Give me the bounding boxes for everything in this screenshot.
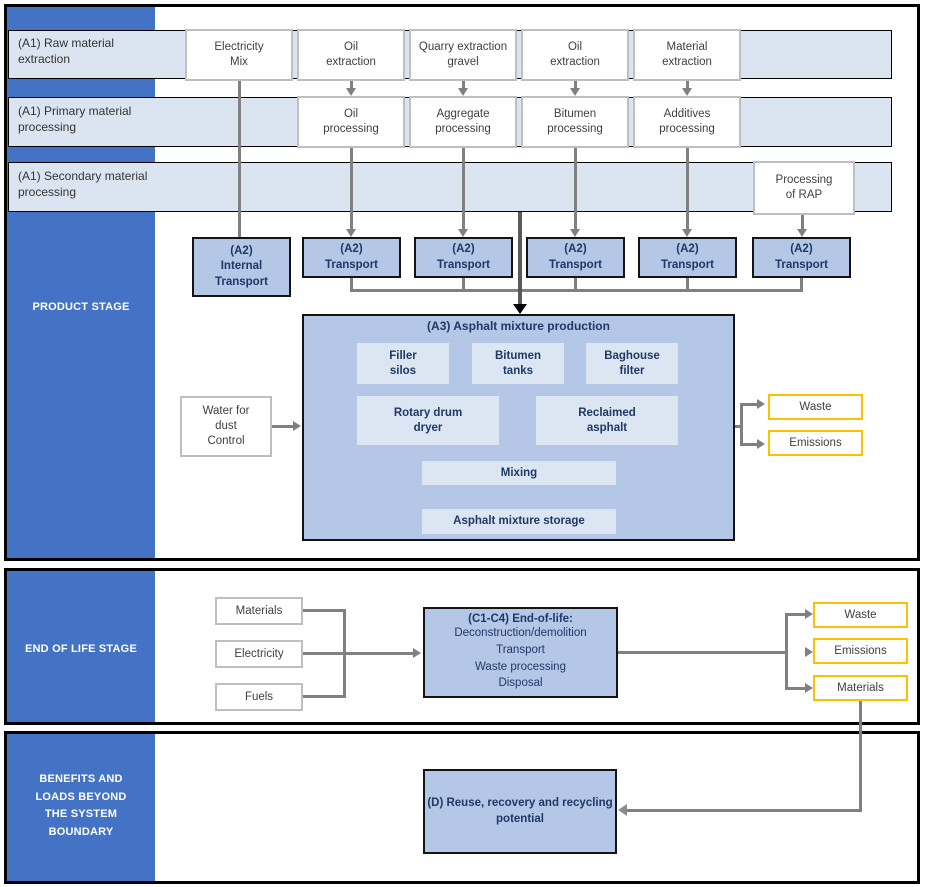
box-waste-eol: Waste <box>813 602 908 628</box>
connector <box>462 148 465 229</box>
box-water-for-dust-control: Water for dust Control <box>180 396 272 457</box>
connector <box>574 148 577 229</box>
box-c1-c4-end-of-life: (C1-C4) End-of-life: Deconstruction/demo… <box>423 607 618 698</box>
connector <box>350 289 803 292</box>
box-waste-product-stage: Waste <box>768 394 863 420</box>
connector <box>238 81 241 237</box>
arrow-right-icon <box>757 439 765 449</box>
connector <box>800 278 803 291</box>
connector <box>462 81 465 89</box>
unit-filler-silos: Filler silos <box>357 343 449 384</box>
arrow-down-icon <box>797 229 807 237</box>
box-a2-transport-3: (A2) Transport <box>526 237 625 278</box>
arrow-right-icon <box>805 647 813 657</box>
connector <box>618 651 788 654</box>
connector <box>518 212 522 304</box>
connector <box>303 609 346 612</box>
arrow-down-icon <box>570 88 580 96</box>
connector <box>859 701 862 811</box>
end-of-life-label: END OF LIFE STAGE <box>25 643 137 655</box>
connector <box>740 403 757 406</box>
unit-baghouse-filter: Baghouse filter <box>586 343 678 384</box>
benefits-frame <box>4 731 920 884</box>
connector <box>686 278 689 291</box>
box-a2-transport-2: (A2) Transport <box>414 237 513 278</box>
connector <box>272 425 293 428</box>
connector <box>574 81 577 89</box>
box-materials-eol: Materials <box>813 675 908 701</box>
box-oil-extraction-2: Oil extraction <box>521 29 629 81</box>
connector <box>350 148 353 229</box>
box-material-extraction: Material extraction <box>633 29 741 81</box>
arrow-down-icon <box>682 88 692 96</box>
connector <box>462 278 465 291</box>
box-d-reuse-recovery-recycling: (D) Reuse, recovery and recycling potent… <box>423 769 617 854</box>
arrow-left-icon <box>618 804 627 816</box>
benefits-label: BENEFITS AND LOADS BEYOND THE SYSTEM BOU… <box>35 773 127 838</box>
connector <box>627 809 862 812</box>
box-a2-transport-1: (A2) Transport <box>302 237 401 278</box>
connector <box>740 443 757 446</box>
box-electricity-input: Electricity <box>215 640 303 668</box>
box-a2-transport-4: (A2) Transport <box>638 237 737 278</box>
connector <box>735 425 743 428</box>
arrow-right-icon <box>805 683 813 693</box>
unit-asphalt-mixture-storage: Asphalt mixture storage <box>422 509 616 534</box>
benefits-sidebar <box>7 734 155 881</box>
arrow-right-icon <box>413 648 421 658</box>
connector <box>350 278 353 291</box>
connector <box>303 695 346 698</box>
box-a2-internal-transport: (A2) Internal Transport <box>192 237 291 297</box>
connector <box>686 148 689 229</box>
connector <box>785 687 805 690</box>
end-of-life-sidebar <box>7 571 155 722</box>
arrow-down-icon <box>346 229 356 237</box>
box-fuels-input: Fuels <box>215 683 303 711</box>
arrow-down-icon <box>513 304 527 314</box>
connector <box>350 81 353 89</box>
unit-rotary-drum-dryer: Rotary drum dryer <box>357 396 499 445</box>
box-processing-of-rap: Processing of RAP <box>753 161 855 215</box>
arrow-down-icon <box>682 229 692 237</box>
band-secondary-material-processing <box>8 162 892 212</box>
arrow-down-icon <box>458 88 468 96</box>
box-bitumen-processing: Bitumen processing <box>521 96 629 148</box>
arrow-right-icon <box>757 399 765 409</box>
box-quarry-extraction-gravel: Quarry extraction gravel <box>409 29 517 81</box>
box-aggregate-processing: Aggregate processing <box>409 96 517 148</box>
a3-title: (A3) Asphalt mixture production <box>427 319 610 333</box>
product-stage-label: PRODUCT STAGE <box>32 301 130 313</box>
box-emissions-eol: Emissions <box>813 638 908 664</box>
band-raw-material-extraction-label: (A1) Raw material extraction <box>18 36 115 66</box>
connector <box>785 613 805 616</box>
box-a2-transport-5: (A2) Transport <box>752 237 851 278</box>
connector <box>740 404 743 446</box>
connector <box>303 652 346 655</box>
box-electricity-mix: Electricity Mix <box>185 29 293 81</box>
connector <box>686 81 689 89</box>
connector <box>801 215 804 229</box>
connector <box>343 652 413 655</box>
unit-mixing: Mixing <box>422 461 616 485</box>
arrow-down-icon <box>570 229 580 237</box>
box-oil-extraction-1: Oil extraction <box>297 29 405 81</box>
box-materials-input: Materials <box>215 597 303 625</box>
arrow-down-icon <box>458 229 468 237</box>
c-box-body: Deconstruction/demolition Transport Wast… <box>454 627 587 690</box>
box-oil-processing: Oil processing <box>297 96 405 148</box>
product-stage-sidebar <box>7 7 155 558</box>
connector <box>785 613 788 690</box>
unit-bitumen-tanks: Bitumen tanks <box>472 343 564 384</box>
band-secondary-material-processing-label: (A1) Secondary material processing <box>18 169 148 199</box>
unit-reclaimed-asphalt: Reclaimed asphalt <box>536 396 678 445</box>
arrow-down-icon <box>346 88 356 96</box>
arrow-right-icon <box>805 609 813 619</box>
c-box-title: (C1-C4) End-of-life: <box>468 613 573 626</box>
box-additives-processing: Additives processing <box>633 96 741 148</box>
connector <box>574 278 577 291</box>
band-primary-material-processing-label: (A1) Primary material processing <box>18 104 132 134</box>
box-emissions-product-stage: Emissions <box>768 430 863 456</box>
arrow-right-icon <box>293 421 301 431</box>
